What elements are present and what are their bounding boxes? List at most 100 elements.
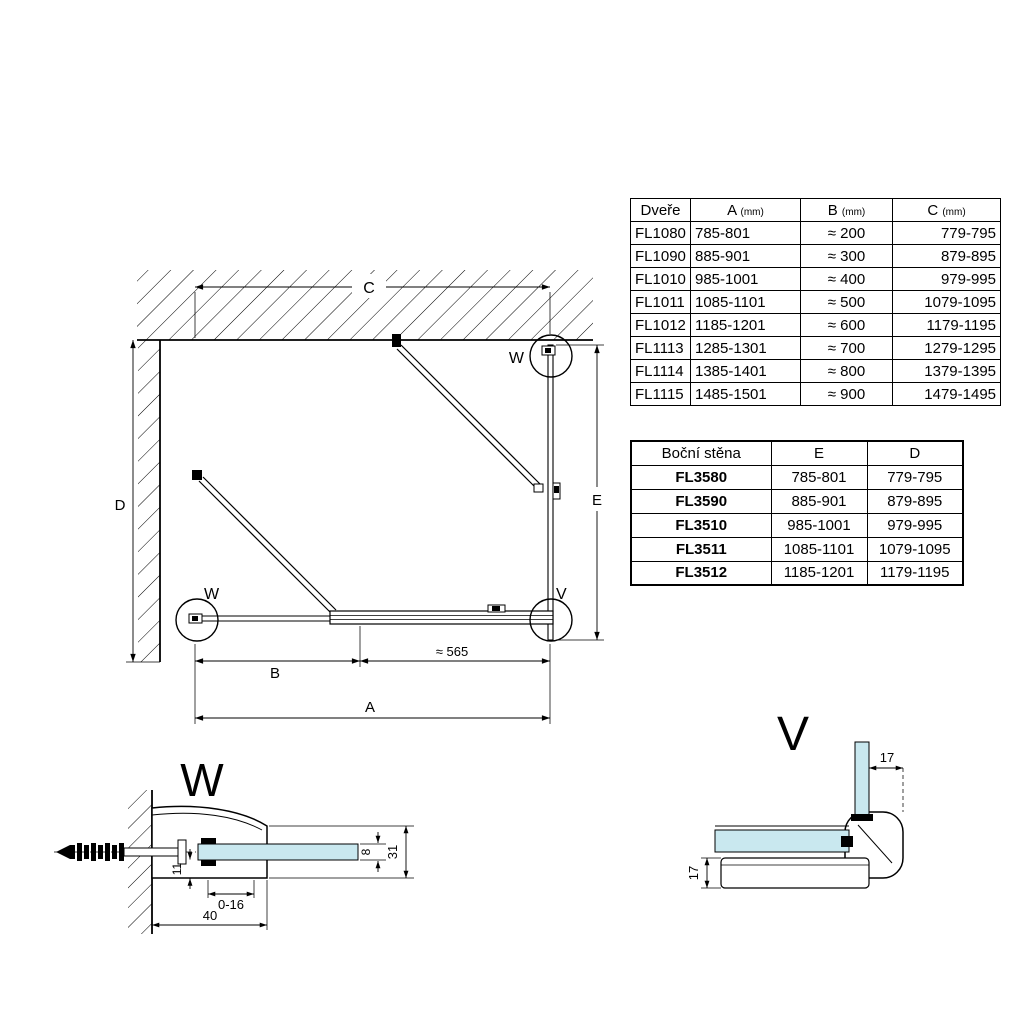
dim-c-value: 779-795 [892, 221, 1001, 245]
detail-w-title: W [180, 754, 224, 806]
side-model: FL3580 [630, 464, 772, 490]
dimension-8: 8 [359, 832, 386, 872]
dimension-b: B [194, 626, 361, 682]
dim-c-value: 879-895 [892, 244, 1001, 268]
detail-marker-w-bottom-label: W [204, 586, 220, 603]
dim-label-e: E [592, 492, 602, 509]
doors-table-grid: Dveře A (mm) B (mm) C (mm) FL1080 785-80… [630, 198, 1001, 406]
room-walls [137, 270, 593, 662]
side-header-row: Boční stěna E D [630, 440, 964, 466]
table-row: FL1011 1085-1101 ≈ 500 1079-1095 [630, 290, 1001, 314]
dimension-d: D [115, 340, 160, 663]
door-open-upper [392, 334, 544, 493]
dim-e-value: 785-801 [770, 464, 868, 490]
dim-label-11: 11 [170, 862, 184, 875]
wall-profile-detail-marker-top: W [509, 334, 573, 378]
dim-label-0-16: 0-16 [218, 897, 244, 912]
detail-v-diagram: V 17 17 [686, 708, 904, 889]
table-row: FL1115 1485-1501 ≈ 900 1479-1495 [630, 382, 1001, 406]
side-col-d: D [866, 440, 964, 466]
dim-e-value: 1185-1201 [770, 560, 868, 586]
dim-b-value: ≈ 800 [800, 359, 893, 383]
dimension-31: 31 [269, 825, 414, 879]
dim-label-d: D [115, 497, 126, 514]
dim-e-value: 1085-1101 [770, 536, 868, 562]
table-row: FL3590 885-901 879-895 [630, 488, 964, 514]
wall-section [128, 790, 153, 934]
dim-label-31: 31 [385, 845, 400, 859]
side-wall-table-grid: Boční stěna E D FL3580 785-801 779-795 F… [630, 440, 964, 586]
dim-a-value: 985-1001 [690, 267, 801, 291]
dim-d-value: 779-795 [866, 464, 964, 490]
doors-col-a: A (mm) [690, 198, 801, 222]
dim-a-value: 785-801 [690, 221, 801, 245]
dim-a-value: 1385-1401 [690, 359, 801, 383]
table-row: FL1080 785-801 ≈ 200 779-795 [630, 221, 1001, 245]
door-model: FL1114 [630, 359, 691, 383]
doors-col-model: Dveře [630, 198, 691, 222]
dim-label-8: 8 [359, 848, 373, 855]
table-row: FL3511 1085-1101 1079-1095 [630, 536, 964, 562]
dim-c-value: 1479-1495 [892, 382, 1001, 406]
dim-d-value: 1179-1195 [866, 560, 964, 586]
dim-c-value: 979-995 [892, 267, 1001, 291]
side-col-e: E [770, 440, 868, 466]
doors-header-row: Dveře A (mm) B (mm) C (mm) [630, 198, 1001, 222]
door-model: FL1010 [630, 267, 691, 291]
dim-a-value: 1485-1501 [690, 382, 801, 406]
glass-panel [714, 829, 850, 853]
dim-b-value: ≈ 900 [800, 382, 893, 406]
dim-e-value: 885-901 [770, 488, 868, 514]
dim-b-value: ≈ 200 [800, 221, 893, 245]
detail-v-title: V [777, 708, 809, 761]
detail-marker-v-label: V [556, 586, 567, 603]
door-model: FL1115 [630, 382, 691, 406]
dim-c-value: 1079-1095 [892, 290, 1001, 314]
side-col-model: Boční stěna [630, 440, 772, 466]
table-row: FL1113 1285-1301 ≈ 700 1279-1295 [630, 336, 1001, 360]
dim-d-value: 1079-1095 [866, 536, 964, 562]
wall-anchor-screw [54, 839, 196, 865]
dim-b-value: ≈ 600 [800, 313, 893, 337]
dimension-11: 11 [170, 849, 193, 889]
dimension-0-16: 0-16 [207, 880, 255, 912]
dimension-c: C [194, 274, 551, 338]
side-model: FL3512 [630, 560, 772, 586]
table-row: FL1010 985-1001 ≈ 400 979-995 [630, 267, 1001, 291]
dim-label-565: ≈ 565 [436, 644, 468, 659]
vertical-glass-panel [851, 741, 873, 821]
door-model: FL1011 [630, 290, 691, 314]
door-model: FL1113 [630, 336, 691, 360]
dimension-40: 40 [152, 880, 268, 930]
doors-col-b: B (mm) [800, 198, 893, 222]
side-model: FL3510 [630, 512, 772, 538]
door-model: FL1012 [630, 313, 691, 337]
detail-marker-w-top-label: W [509, 350, 525, 367]
dim-b-value: ≈ 400 [800, 267, 893, 291]
side-model: FL3590 [630, 488, 772, 514]
fixed-segment [199, 615, 330, 622]
dimension-e: E [556, 344, 606, 641]
dim-c-value: 1179-1195 [892, 313, 1001, 337]
glass-panel [197, 843, 359, 861]
lower-profile-section [720, 857, 870, 889]
side-panel [547, 344, 561, 641]
door-model: FL1090 [630, 244, 691, 268]
doors-col-c: C (mm) [892, 198, 1001, 222]
dim-a-value: 1185-1201 [690, 313, 801, 337]
dim-a-value: 1285-1301 [690, 336, 801, 360]
table-row: FL3510 985-1001 979-995 [630, 512, 964, 538]
dim-label-c: C [363, 280, 375, 297]
dim-a-value: 885-901 [690, 244, 801, 268]
dim-label-a: A [365, 699, 375, 716]
table-row: FL1114 1385-1401 ≈ 800 1379-1395 [630, 359, 1001, 383]
dimension-a: A [194, 667, 551, 724]
door-closed-assembly [329, 604, 554, 625]
dimension-17-left: 17 [686, 857, 721, 889]
dim-label-17-top: 17 [880, 750, 894, 765]
table-row: FL3580 785-801 779-795 [630, 464, 964, 490]
table-row: FL1012 1185-1201 ≈ 600 1179-1195 [630, 313, 1001, 337]
horizontal-glass-panel [714, 825, 853, 853]
dim-c-value: 1279-1295 [892, 336, 1001, 360]
door-model: FL1080 [630, 221, 691, 245]
